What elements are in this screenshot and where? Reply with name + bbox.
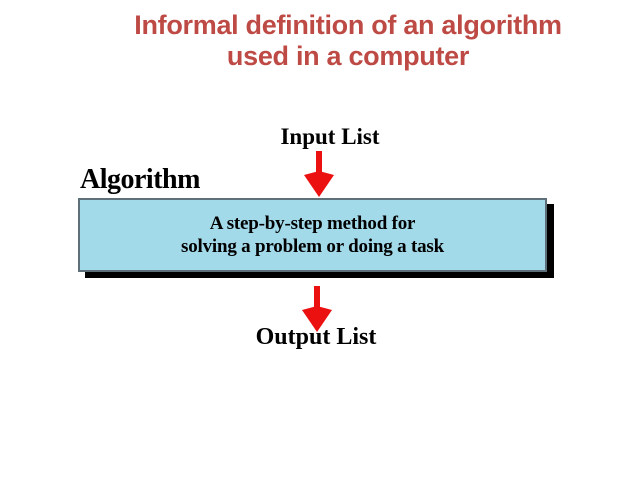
slide-title-line1: Informal definition of an algorithm bbox=[134, 10, 562, 40]
algorithm-definition-box: A step-by-step method for solving a prob… bbox=[78, 198, 547, 272]
input-list-label: Input List bbox=[280, 124, 380, 149]
algorithm-box-line1: A step-by-step method for bbox=[209, 213, 416, 234]
output-list-label: Output List bbox=[255, 324, 377, 350]
input-down-arrow-icon bbox=[304, 151, 334, 197]
slide-title-line2: used in a computer bbox=[226, 41, 470, 71]
slide-title: Informal definition of an algorithm used… bbox=[70, 10, 626, 72]
algorithm-box-line2: solving a problem or doing a task bbox=[181, 236, 444, 257]
algorithm-label: Algorithm bbox=[80, 164, 200, 195]
output-down-arrow-icon bbox=[302, 286, 332, 332]
